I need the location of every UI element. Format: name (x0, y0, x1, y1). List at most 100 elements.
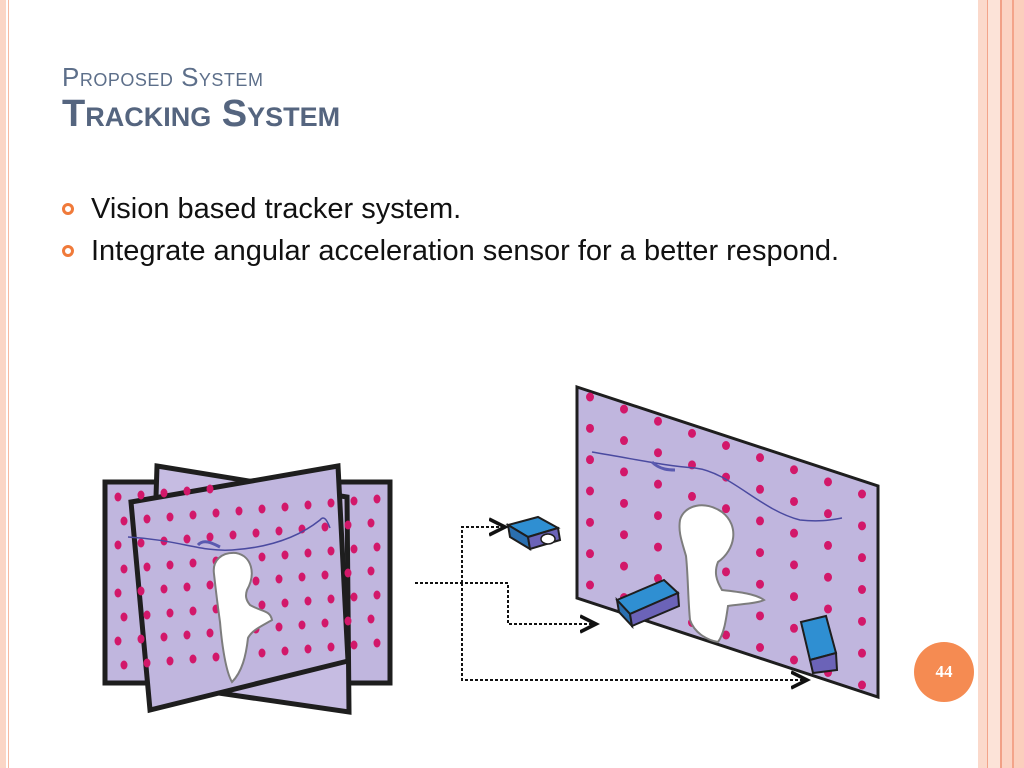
marker-dot (258, 648, 266, 658)
marker-dot (586, 392, 594, 402)
arrow-to-panel (415, 582, 594, 624)
slide-subtitle: Proposed System (62, 62, 264, 92)
tracker-device-left (615, 578, 681, 630)
marker-dot (189, 510, 197, 520)
marker-dot (688, 428, 696, 438)
marker-dot (790, 655, 798, 665)
marker-dot (367, 518, 375, 528)
marker-dot (327, 594, 335, 604)
marker-dot (160, 584, 168, 594)
marker-dot (281, 550, 289, 560)
marker-dot (722, 441, 730, 450)
marker-dot (327, 642, 335, 652)
marker-dot (252, 576, 260, 586)
marker-dot (350, 592, 358, 602)
left-edge-rule (0, 0, 9, 768)
marker-dot (586, 423, 594, 433)
bullet-item: Integrate angular acceleration sensor fo… (62, 230, 839, 272)
marker-dot (166, 656, 174, 666)
marker-dot (183, 630, 191, 640)
marker-dot (790, 528, 798, 538)
marker-dot (183, 582, 191, 592)
marker-dot (858, 553, 866, 563)
arrow-to-wall (461, 583, 805, 680)
marker-dot (120, 612, 128, 622)
marker-dot (137, 538, 145, 548)
marker-dot (298, 572, 306, 582)
marker-dot (183, 534, 191, 544)
marker-dot (114, 588, 122, 598)
marker-dot (120, 660, 128, 670)
person-silhouette (212, 551, 274, 684)
marker-dot (350, 544, 358, 554)
marker-dot (275, 574, 283, 584)
marker-dot (143, 562, 151, 572)
cable-line (650, 460, 676, 472)
marker-dot (143, 514, 151, 524)
marker-dot (189, 654, 197, 664)
marker-dot (304, 644, 312, 654)
marker-dot (183, 486, 191, 496)
marker-dot (620, 436, 628, 446)
marker-dot (722, 567, 730, 577)
marker-dot (344, 568, 352, 578)
marker-dot (722, 630, 730, 640)
marker-dot (344, 520, 352, 530)
marker-dot (212, 508, 220, 518)
marker-dot (114, 636, 122, 646)
bullet-text: Vision based tracker system. (91, 192, 462, 225)
marker-dot (252, 528, 260, 538)
marker-dot (258, 600, 266, 610)
marker-dot (304, 500, 312, 510)
marker-dot (756, 453, 764, 463)
marker-dot (206, 580, 214, 590)
marker-dot (858, 521, 866, 531)
marker-dot (327, 546, 335, 556)
marker-dot (350, 496, 358, 506)
marker-dot (824, 604, 832, 614)
marker-dot (143, 658, 151, 668)
multi-view-panels (102, 463, 393, 715)
bullet-circle-icon (62, 203, 74, 215)
title-block: Proposed System Tracking System (62, 62, 340, 136)
marker-dot (722, 472, 730, 482)
marker-dot (586, 580, 594, 590)
marker-dot (654, 479, 662, 489)
marker-dot (212, 652, 220, 662)
marker-dot (258, 552, 266, 562)
marker-dot (275, 622, 283, 632)
marker-dot (235, 506, 243, 516)
marker-dot (756, 484, 764, 494)
marker-dot (790, 496, 798, 506)
marker-dot (722, 504, 730, 514)
marker-dot (120, 564, 128, 574)
tracker-device-right (799, 614, 839, 675)
bullet-list: Vision based tracker system. Integrate a… (62, 188, 839, 272)
marker-dot (858, 616, 866, 626)
marker-dot (824, 540, 832, 550)
marker-dot (206, 532, 214, 542)
bullet-circle-icon (62, 245, 74, 257)
marker-dot (327, 498, 335, 508)
bullet-item: Vision based tracker system. (62, 188, 839, 230)
marker-dot (350, 640, 358, 650)
marker-dot (137, 490, 145, 500)
marker-dot (756, 548, 764, 558)
marker-dot (321, 522, 329, 532)
bullet-text: Integrate angular acceleration sensor fo… (91, 234, 840, 267)
marker-dot (824, 572, 832, 582)
marker-dot (114, 492, 122, 502)
cable-line (127, 517, 331, 551)
camera-lens-icon (540, 533, 556, 545)
marker-dot (620, 530, 628, 540)
marker-dot (137, 634, 145, 644)
marker-dot (120, 516, 128, 526)
cable-line (591, 451, 843, 522)
marker-dot (756, 579, 764, 589)
marker-dot (160, 632, 168, 642)
marker-dot (620, 467, 628, 477)
marker-dot (654, 542, 662, 552)
marker-dot (275, 526, 283, 536)
marker-dot (790, 623, 798, 633)
